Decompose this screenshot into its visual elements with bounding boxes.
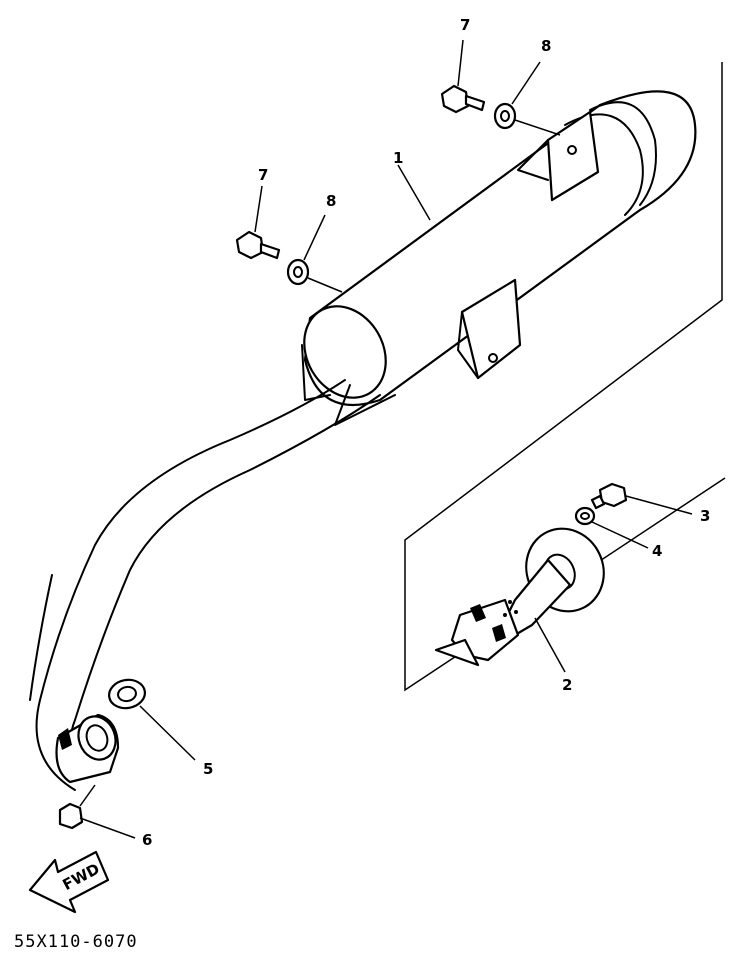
washer-8-upper [493, 61, 561, 136]
muffler [301, 90, 697, 407]
leader-part-1 [397, 164, 431, 221]
drawing-code: 55X110-6070 [14, 932, 138, 952]
label-part-2: 2 [562, 676, 572, 694]
bolt-7-lower [235, 185, 281, 260]
spark-arrester [434, 527, 605, 673]
bolt-7-upper [440, 39, 486, 114]
washer-8-lower [286, 214, 343, 293]
label-part-7-lower: 7 [258, 166, 268, 184]
nut-6 [58, 784, 136, 839]
gasket-5 [108, 678, 196, 761]
label-part-8-lower: 8 [326, 192, 336, 210]
fwd-arrow: FWD [28, 850, 110, 914]
screw-3 [590, 482, 693, 515]
label-part-4: 4 [652, 542, 662, 560]
washer-4 [574, 506, 649, 549]
label-part-6: 6 [142, 831, 152, 849]
label-part-8-upper: 8 [541, 37, 551, 55]
label-part-5: 5 [203, 760, 213, 778]
label-part-7-upper: 7 [460, 16, 470, 34]
exhaust-pipe [29, 379, 396, 791]
pipe-flange [55, 713, 120, 784]
label-part-3: 3 [700, 507, 710, 525]
label-part-1: 1 [393, 149, 403, 167]
